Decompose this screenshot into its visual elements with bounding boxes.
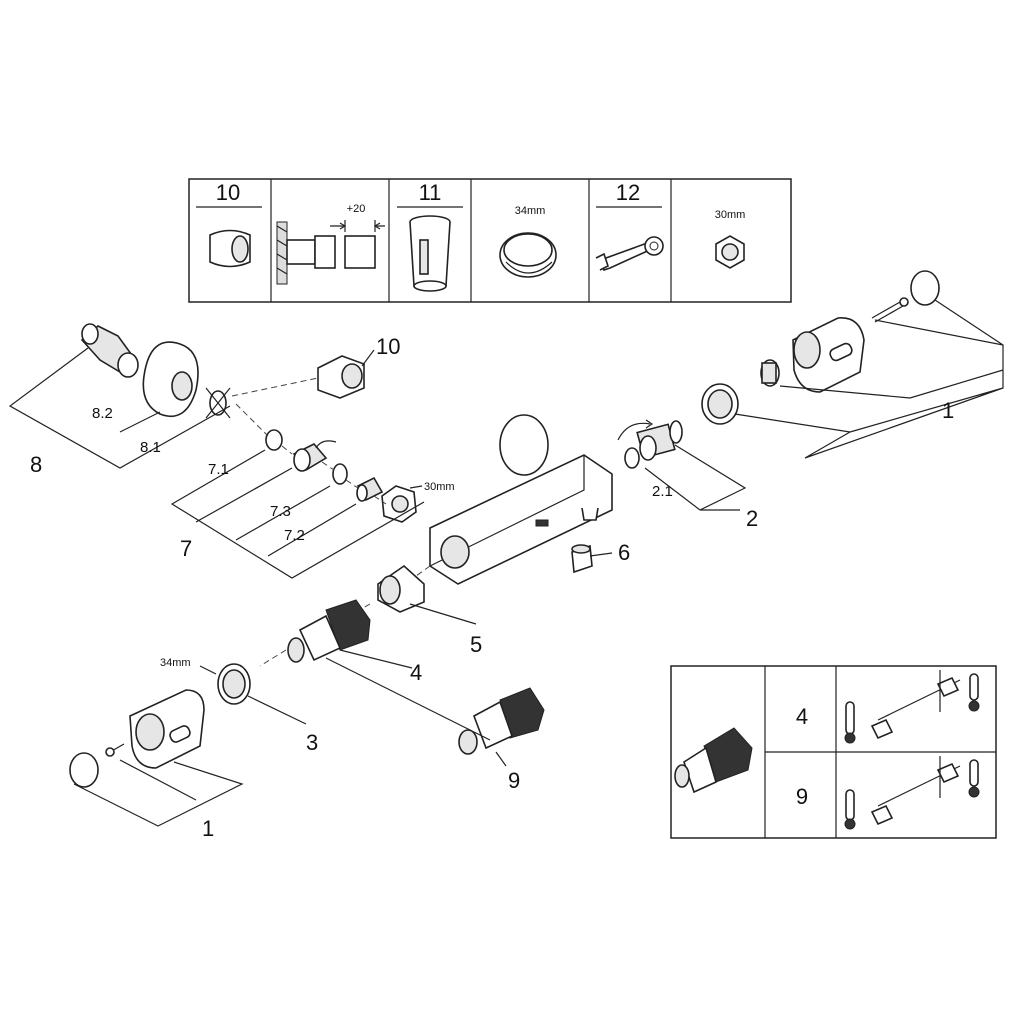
callout-3: 3 [306,730,318,755]
cartridge-legend-table: 4 9 [670,665,997,839]
o-ring-7-3 [332,463,348,485]
adapter-tool-icon [209,229,251,268]
ring-nut-icon [499,232,557,278]
escutcheon-8 [142,341,199,418]
thermometer-icon [844,732,856,744]
union-nut-30mm [381,485,417,523]
check-valve-seal-7-1 [265,429,283,451]
stop-ring [760,359,780,387]
callout-8-1: 8.1 [140,439,161,456]
shutoff-cartridge-2 [636,420,683,461]
tools-table: 10 +20 11 34mm [188,178,792,303]
extension-icon [276,220,385,285]
cap-disc-bottom [69,752,99,788]
hex-nut-icon [715,235,745,269]
splined-adapter [701,383,739,425]
s-union-8-2 [80,323,139,378]
ring-dimension-34mm: 34mm [515,205,546,217]
o-ring-2-1 [624,447,640,469]
tool-number-10: 10 [216,180,240,205]
thermostatic-cartridge-9 [458,687,545,755]
tool-number-12: 12 [616,180,640,205]
cap-disc-1 [910,270,940,306]
tool-number-11: 11 [419,180,442,205]
thermostatic-cartridge-4 [287,599,371,663]
callout-8: 8 [30,452,42,477]
callout-4: 4 [410,660,422,685]
adapter-10 [317,355,365,399]
legend-row-9-label: 9 [796,784,808,809]
nut-5 [377,564,425,613]
callout-10: 10 [376,334,400,359]
callout-7-2: 7.2 [284,527,305,544]
thermometer-icon [844,818,856,830]
filter-7-2 [356,476,384,502]
callout-1-top: 1 [942,398,954,423]
callout-30mm: 30mm [424,481,455,493]
gasket-8-1 [205,387,231,419]
flow-limiter-6 [571,544,613,574]
ring-nut-3 [217,663,251,705]
callout-7-3: 7.3 [270,503,291,520]
callout-9: 9 [508,768,520,793]
callout-34mm: 34mm [160,657,191,669]
legend-row-4-graphic [844,670,980,744]
nipple-7 [292,443,328,472]
callout-1-bottom: 1 [202,816,214,841]
callout-6: 6 [618,540,630,565]
nut-dimension-30mm: 30mm [715,209,746,221]
temperature-handle-1 [129,689,205,769]
callout-2-1: 2.1 [652,483,673,500]
callout-2: 2 [746,506,758,531]
callout-7-1: 7.1 [208,461,229,478]
legend-row-9-graphic [844,756,980,830]
wrench-icon [595,236,664,271]
legend-row-4-label: 4 [796,704,808,729]
thermometer-icon [968,786,980,798]
thermometer-icon [968,700,980,712]
socket-key-icon [409,215,451,292]
wall-connection-group: 8.2 8.1 8 10 30mm [8,323,455,579]
callout-8-2: 8.2 [92,405,113,422]
callout-5: 5 [470,632,482,657]
right-handle-group: 1 2.1 2 [617,270,1004,531]
extension-dimension: +20 [347,203,366,215]
screw-1 [871,301,904,323]
legend-cartridge-image [674,727,753,794]
thermostat-side-group: 5 4 9 34mm 3 [69,564,545,841]
callout-7: 7 [180,536,192,561]
wall-flange [499,414,549,476]
